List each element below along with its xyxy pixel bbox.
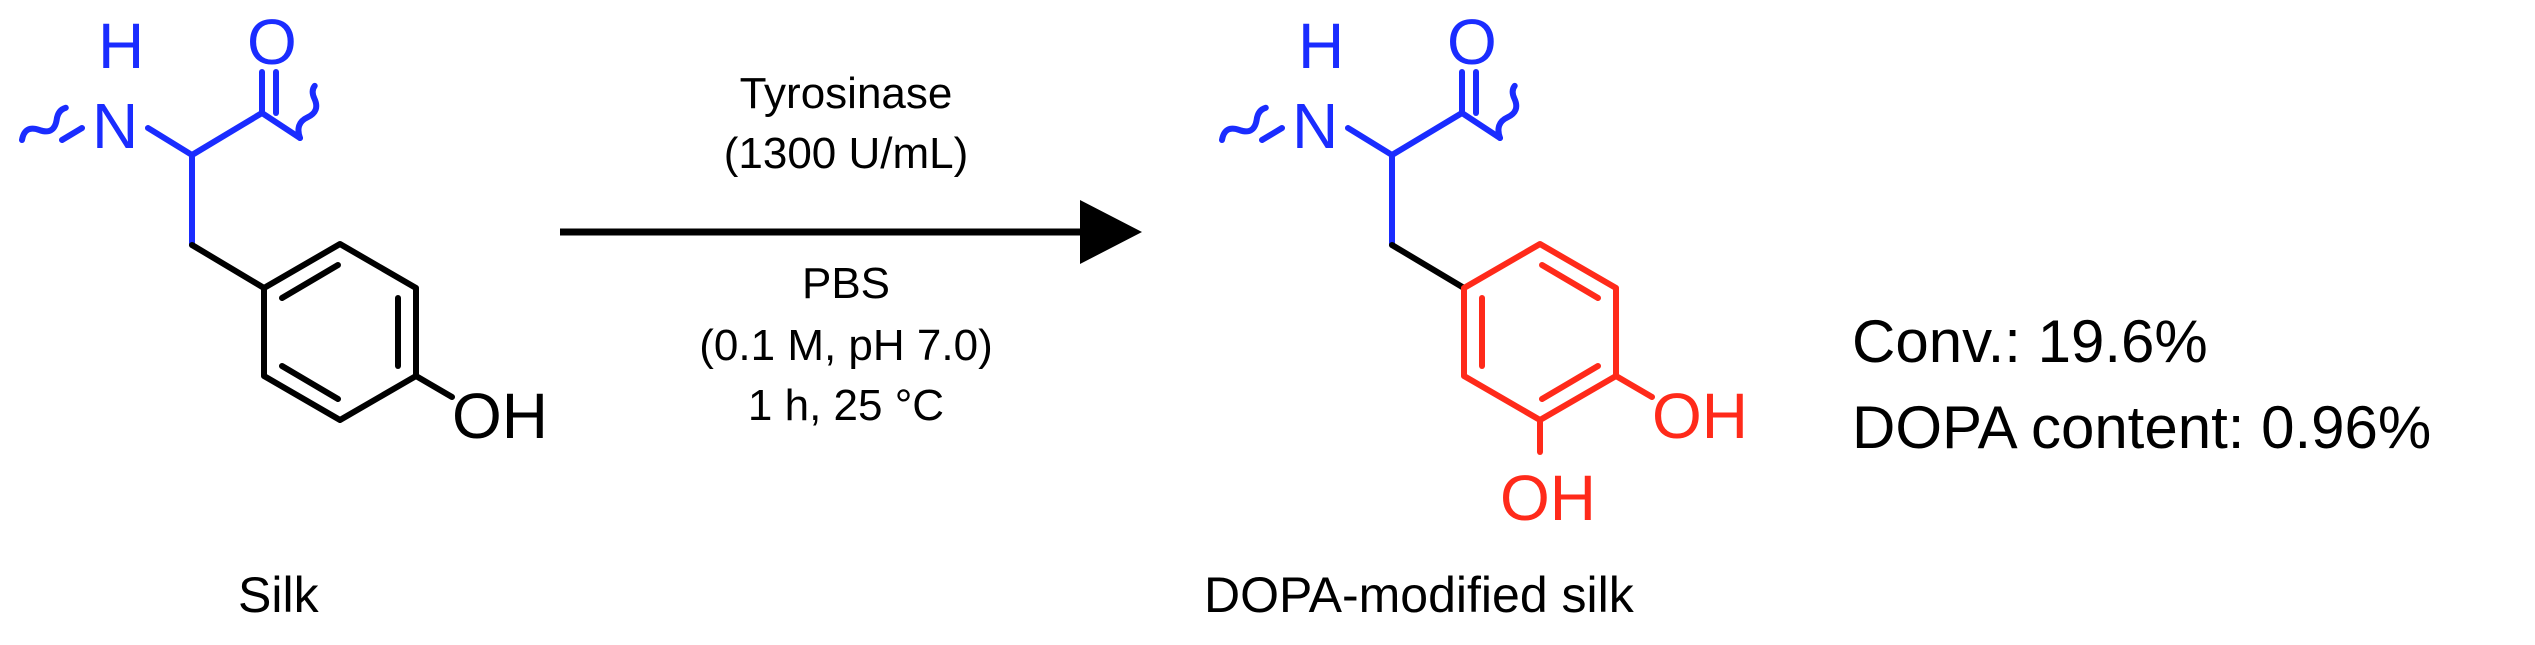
product-o-label: O <box>1447 6 1497 78</box>
dopa-content-result: DOPA content: 0.96% <box>1852 394 2431 461</box>
product-ring-inner-bond-3 <box>1539 363 1601 402</box>
product-n-calpha-bond <box>1345 125 1395 158</box>
product-structure: H N O OH OH <box>1219 6 1748 534</box>
condition-buffer-detail: (0.1 M, pH 7.0) <box>699 321 992 370</box>
reactant-n-calpha-bond <box>145 125 195 158</box>
reactant-oh-bond <box>413 373 455 400</box>
product-ring-inner-bond-2 <box>1539 262 1601 301</box>
reactant-calpha-carbonyl-bond <box>189 110 265 158</box>
arrow-head <box>1080 200 1142 264</box>
condition-catalyst: Tyrosinase <box>740 69 953 118</box>
reactant-nh-bond <box>59 125 85 143</box>
reactant-right-wavy-bond <box>295 82 320 142</box>
reaction-arrow <box>560 200 1142 264</box>
product-catechol-ring <box>1461 241 1619 423</box>
reactant-name: Silk <box>238 567 320 623</box>
product-right-wavy-bond <box>1495 82 1520 141</box>
reactant-oh-label: OH <box>452 380 548 452</box>
condition-catalyst-amount: (1300 U/mL) <box>724 129 969 178</box>
reactant-phenyl-ring <box>261 241 419 423</box>
reactant-cbeta-ring-bond <box>189 242 267 291</box>
product-cbeta-ring-bond <box>1389 242 1467 291</box>
product-n-label: N <box>1292 90 1338 162</box>
reactant-h-label: H <box>98 10 144 82</box>
reactant-o-label: O <box>247 6 297 78</box>
condition-buffer: PBS <box>802 259 890 308</box>
reactant-left-wavy-bond <box>19 104 69 143</box>
product-h-label: H <box>1298 10 1344 82</box>
product-left-wavy-bond <box>1219 104 1269 144</box>
conversion-result: Conv.: 19.6% <box>1852 308 2208 375</box>
product-meta-oh-label: OH <box>1500 462 1596 534</box>
product-para-oh-bond <box>1613 373 1655 400</box>
condition-time-temp: 1 h, 25 °C <box>748 381 944 430</box>
reactant-n-label: N <box>92 90 138 162</box>
product-nh-bond <box>1259 125 1285 143</box>
product-calpha-carbonyl-bond <box>1389 110 1465 158</box>
reactant-ring-inner-bond-3 <box>279 363 341 402</box>
product-name: DOPA-modified silk <box>1204 567 1635 623</box>
product-para-oh-label: OH <box>1652 380 1748 452</box>
reactant-ring-inner-bond-1 <box>279 262 341 301</box>
reactant-structure: H N O OH <box>19 6 548 452</box>
product-carbonyl-right-bond <box>1459 110 1503 141</box>
reactant-carbonyl-right-bond <box>259 110 303 141</box>
